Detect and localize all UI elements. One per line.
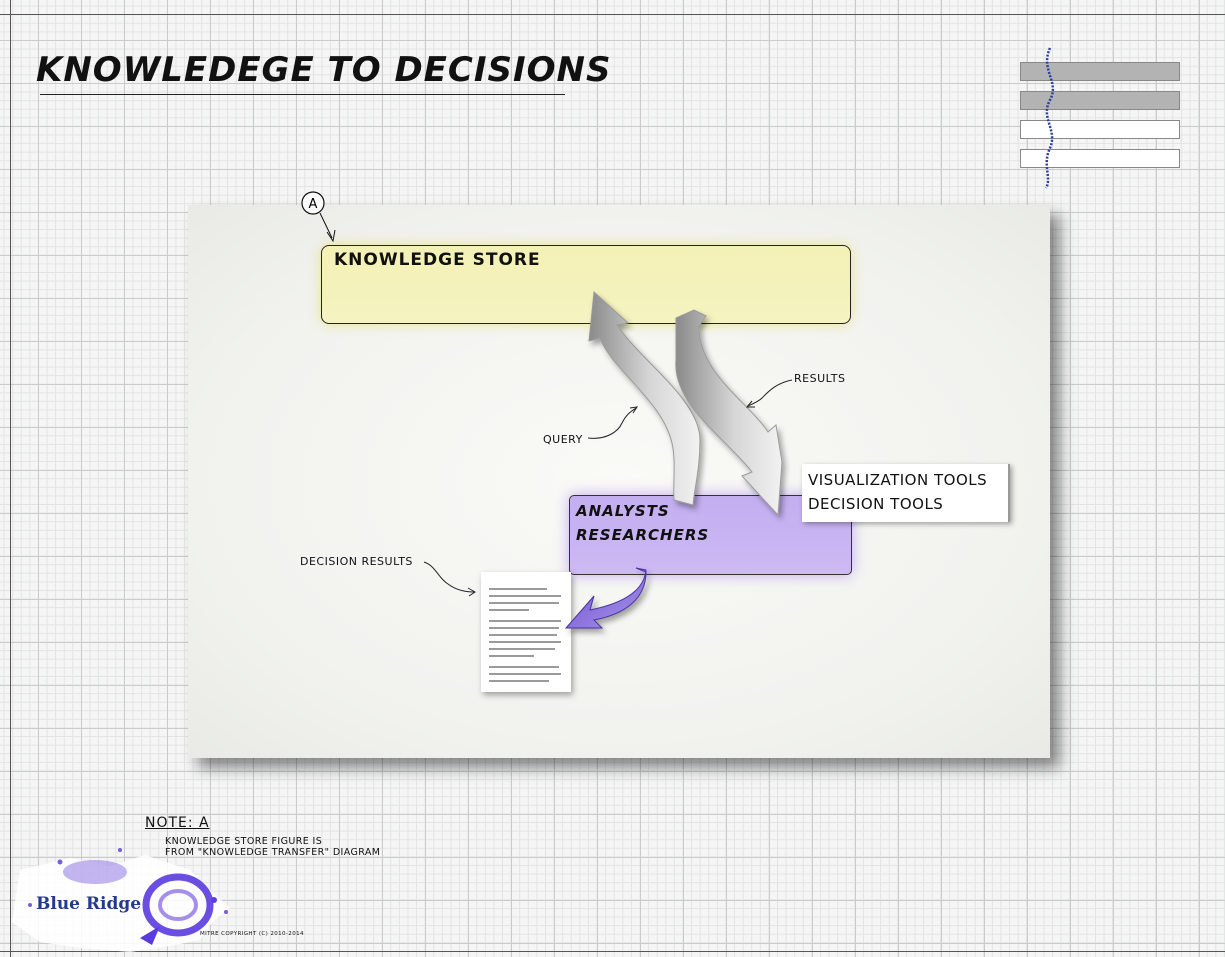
- legend-bar: [1020, 91, 1180, 110]
- document-text-line: [489, 673, 561, 675]
- decision-tools-label: DECISION TOOLS: [808, 495, 944, 513]
- legend-bar: [1020, 149, 1180, 168]
- document-text-line: [489, 634, 557, 636]
- document-text-line: [489, 627, 559, 629]
- decision-arrow: [564, 567, 647, 629]
- note-line: FROM "KNOWLEDGE TRANSFER" DIAGRAM: [165, 847, 381, 858]
- document-text-line: [489, 588, 547, 590]
- decision-document-icon: [481, 572, 571, 692]
- results-leader-line: [745, 379, 793, 408]
- researchers-label: RESEARCHERS: [576, 526, 710, 544]
- frame-bottom-rule: [0, 951, 1225, 952]
- document-text-line: [489, 648, 555, 650]
- document-text-line: [489, 602, 559, 604]
- document-text-line: [489, 620, 561, 622]
- legend-bar: [1020, 62, 1180, 81]
- frame-top-rule: [0, 14, 1225, 15]
- results-arrow: [675, 309, 783, 517]
- query-callout: QUERY: [543, 433, 583, 446]
- document-text-line: [489, 666, 559, 668]
- tools-card: VISUALIZATION TOOLS DECISION TOOLS: [802, 464, 1010, 522]
- marker-a: A: [301, 191, 336, 243]
- note-title: NOTE: A: [145, 815, 210, 831]
- knowledge-store-box: KNOWLEDGE STORE: [321, 245, 851, 324]
- document-text-line: [489, 609, 529, 611]
- note-line: KNOWLEDGE STORE FIGURE IS: [165, 836, 323, 847]
- title-underline: [40, 94, 565, 95]
- query-arrow: [588, 290, 701, 506]
- blue-ridge-logo: Blue Ridge: [36, 894, 142, 914]
- document-text-line: [489, 655, 534, 657]
- logo-splash: [12, 848, 230, 952]
- analysts-label: ANALYSTS: [576, 502, 670, 520]
- document-text-line: [489, 595, 561, 597]
- page-title: KNOWLEDEGE TO DECISIONS: [36, 50, 612, 90]
- visualization-tools-label: VISUALIZATION TOOLS: [808, 471, 988, 489]
- marker-a-label: A: [309, 197, 318, 212]
- query-leader-line: [587, 406, 639, 439]
- decision-results-callout: DECISION RESULTS: [300, 555, 413, 568]
- document-text-line: [489, 680, 549, 682]
- decision-results-leader-line: [423, 561, 476, 597]
- legend-bar: [1020, 120, 1180, 139]
- copyright-text: MITRE COPYRIGHT (C) 2010-2014: [200, 931, 304, 937]
- frame-left-rule: [10, 0, 11, 957]
- knowledge-store-label: KNOWLEDGE STORE: [334, 250, 541, 270]
- results-callout: RESULTS: [794, 372, 846, 385]
- document-text-line: [489, 641, 561, 643]
